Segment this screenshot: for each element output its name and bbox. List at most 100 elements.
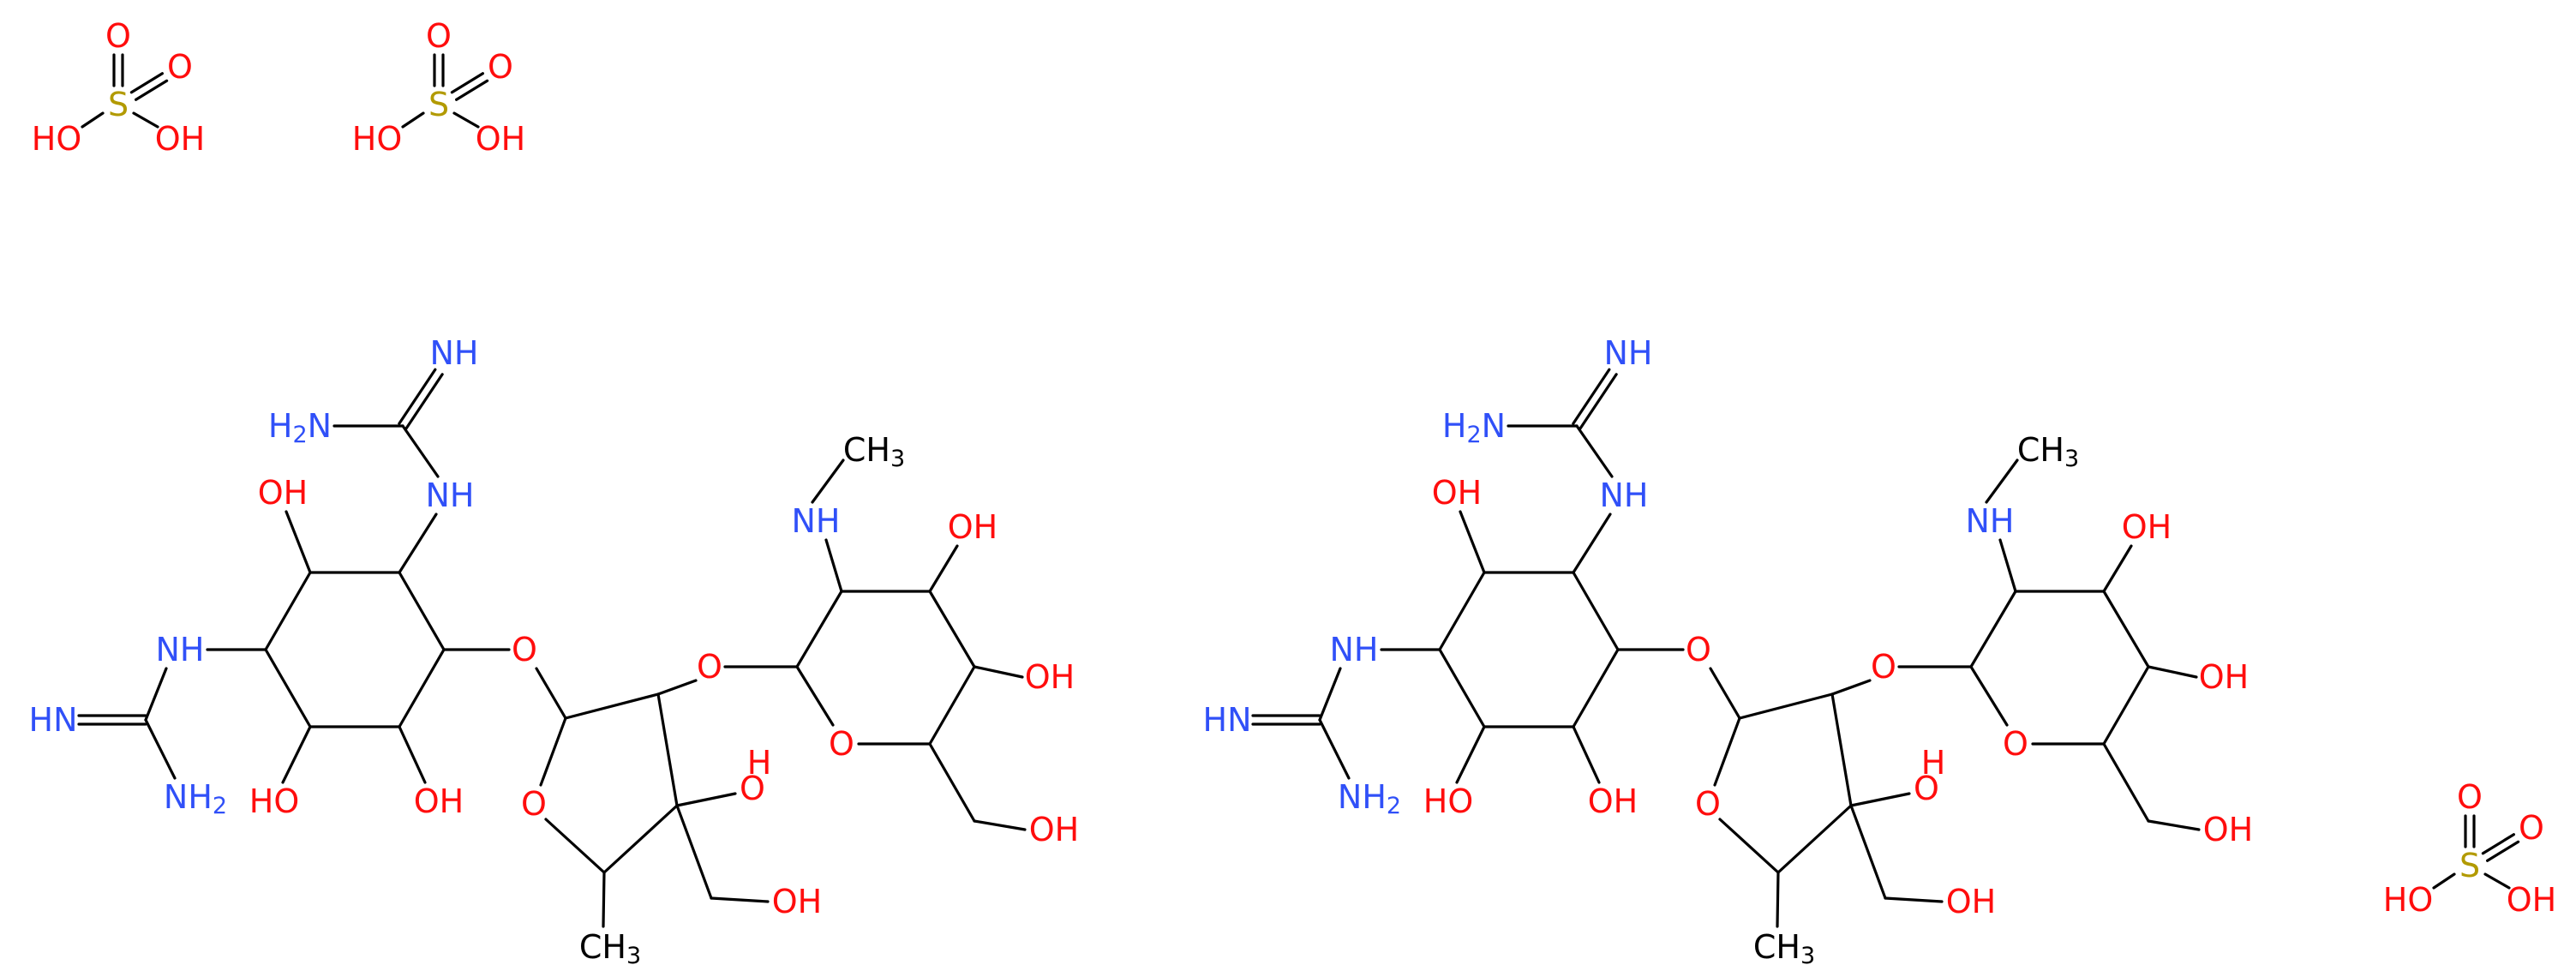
hydroxyl-label: OH	[1588, 782, 1638, 820]
glycosidic-bond	[656, 679, 698, 696]
hydroxymethyl-bond	[2147, 819, 2201, 831]
hydroxyl-label: OH	[476, 120, 525, 158]
pyranose-bond	[795, 590, 843, 668]
ring-bond	[285, 510, 312, 574]
s-oh-bond	[2432, 872, 2456, 890]
pyranose-bond	[2102, 544, 2133, 593]
ring-bond	[398, 725, 427, 784]
hydroxyl-label: HO	[1423, 782, 1473, 820]
ring-bond	[1572, 648, 1620, 728]
pyranose-bond	[973, 665, 1024, 679]
methylamine-bond	[1985, 459, 2019, 504]
pyranose-bond	[795, 665, 835, 727]
glycosidic-bond	[535, 667, 567, 720]
pyranose-bond	[2147, 665, 2198, 679]
amine-label: NH	[156, 631, 205, 668]
methyl-bond	[1776, 871, 1780, 928]
ring-oxygen: O	[1695, 785, 1721, 823]
hydroxyl-label: OH	[2507, 881, 2556, 919]
s-oh-bond	[452, 111, 480, 129]
guanidine-bond	[144, 718, 177, 780]
hydroxymethyl-bond	[710, 896, 770, 903]
guanidine-double-bond	[1572, 368, 1611, 425]
ring-bond	[264, 648, 312, 728]
sulfur-atom: S	[428, 86, 449, 123]
hydroxyl-label: OH	[2203, 811, 2253, 848]
hydroxyl-label: OH	[414, 782, 464, 820]
hydroxyl-hydrogen: H	[747, 744, 772, 782]
pyranose-bond	[1998, 538, 2017, 593]
methyl-bond	[602, 871, 606, 928]
amine-label: NH	[1330, 631, 1379, 668]
bond-layer	[77, 53, 2520, 928]
oxygen-atom: O	[488, 48, 513, 86]
guanidine-double-bond	[1579, 373, 1618, 430]
amino-label: NH2	[164, 778, 227, 819]
imine-label: NH	[430, 334, 479, 372]
ring-oxygen: O	[521, 785, 547, 823]
hydroxyl-label: HO	[249, 782, 299, 820]
ring-bond	[1459, 510, 1486, 574]
amino-label: H2N	[1442, 407, 1506, 448]
ether-oxygen: O	[1686, 631, 1711, 668]
oxygen-atom: O	[167, 48, 193, 86]
hydroxyl-label: HO	[352, 120, 402, 158]
methyl-label: CH3	[1753, 928, 1815, 969]
hydroxymethyl-bond	[1884, 896, 1944, 903]
sulfur-atom: S	[2459, 847, 2480, 884]
hydroxyl-label: OH	[948, 508, 997, 546]
furanose-bond	[1776, 804, 1853, 874]
pyranose-bond	[2102, 665, 2150, 746]
s-o-double-bond	[129, 72, 164, 94]
oxygen-atom: O	[105, 17, 131, 55]
pyranose-bond	[824, 538, 843, 593]
s-o-double-bond	[450, 72, 484, 94]
methyl-label: CH3	[843, 431, 905, 472]
s-o-double-bond	[135, 79, 169, 101]
pyranose-bond	[928, 544, 959, 593]
furanose-bond	[1738, 692, 1834, 720]
hydroxyl-label: O	[740, 770, 765, 807]
ring-bond	[1572, 725, 1601, 784]
pyranose-bond	[2102, 742, 2150, 823]
hydroxyl-label: OH	[772, 883, 822, 920]
furanose-bond	[656, 692, 679, 807]
hydroxyl-label: HO	[32, 120, 81, 158]
ring-bond	[398, 512, 438, 574]
ring-bond	[398, 648, 446, 728]
hydroxyl-label: OH	[2122, 508, 2172, 546]
furanose-bond	[539, 716, 567, 787]
oxygen-atom: O	[2519, 809, 2544, 847]
pyranose-bond	[1969, 665, 2009, 727]
imine-label: NH	[1604, 334, 1653, 372]
oxygen-atom: O	[2457, 778, 2483, 816]
furanose-bond	[675, 804, 713, 900]
guanidine-bond	[401, 424, 440, 478]
guanidine-bond	[144, 667, 168, 722]
ring-bond	[398, 571, 446, 651]
s-o-double-bond	[2486, 840, 2520, 862]
pyranose-bond	[928, 665, 976, 746]
pyranose-bond	[2102, 590, 2150, 668]
furanose-bond	[544, 818, 606, 874]
glycosidic-bond	[1709, 667, 1741, 720]
furanose-bond	[1713, 716, 1741, 787]
furanose-bond	[1849, 804, 1887, 900]
ring-bond	[1438, 648, 1486, 728]
hydroxymethyl-bond	[973, 819, 1027, 831]
hydroxyl-label: OH	[1029, 811, 1079, 848]
ring-bond	[1572, 571, 1620, 651]
furanose-bond	[564, 692, 660, 720]
methylamine-bond	[811, 459, 845, 504]
ether-oxygen: O	[1871, 648, 1896, 686]
hydroxyl-label: OH	[258, 474, 308, 512]
ether-oxygen: O	[697, 648, 722, 686]
hydroxyl-label: OH	[1025, 658, 1075, 696]
methyl-label: CH3	[579, 928, 641, 969]
s-oh-bond	[401, 111, 425, 129]
hydroxyl-label: OH	[155, 120, 205, 158]
hydroxyl-label: OH	[1946, 883, 1996, 920]
ring-bond	[1438, 571, 1486, 651]
